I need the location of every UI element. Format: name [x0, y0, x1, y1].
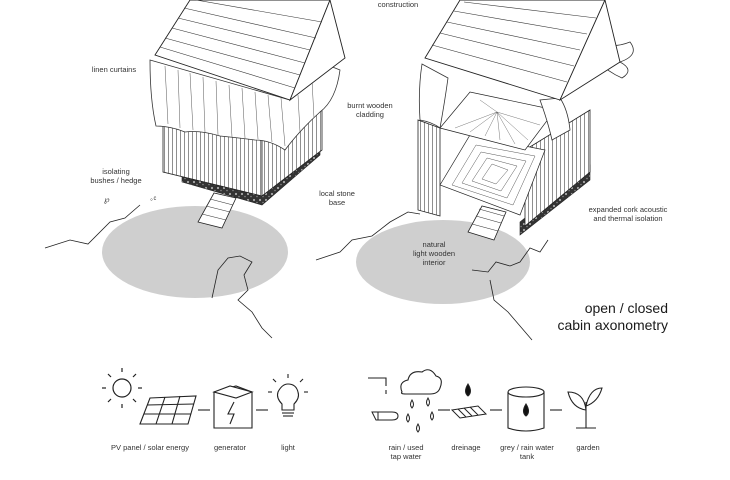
- left-ground-crack: [211, 255, 273, 339]
- tap-icon: [368, 377, 387, 394]
- label-light: light: [281, 443, 295, 452]
- right-stairs: [467, 205, 507, 241]
- label-construction: construction: [377, 0, 419, 9]
- solar-panel-icon: [139, 395, 197, 425]
- hand-icon: [371, 411, 399, 421]
- label-pv-panel: PV panel / solar energy: [111, 443, 189, 452]
- left-ground-line: [44, 204, 141, 249]
- drainage-icon: [450, 383, 488, 419]
- left-cabin: ◦ ͨ ℘: [44, 0, 346, 339]
- rain-drops-icon: [406, 397, 434, 433]
- right-wall-open-left: [417, 119, 441, 217]
- right-shadow-ellipse: [356, 220, 530, 304]
- right-ground-line: [315, 211, 421, 261]
- right-roof-gable: [558, 0, 621, 102]
- water-tank-icon: [507, 386, 545, 432]
- bush-mark: ℘: [104, 195, 110, 204]
- label-linen-curtains: linen curtains: [91, 65, 137, 74]
- light-bulb-icon: [268, 374, 308, 417]
- right-curtain-right: [539, 97, 571, 141]
- right-interior-ceiling: [439, 91, 556, 151]
- left-shadow-ellipse: [102, 206, 288, 298]
- plant-icon: [567, 387, 603, 429]
- label-garden: garden: [576, 443, 600, 452]
- label-dreinage: dreinage: [451, 443, 481, 452]
- label-generator: generator: [213, 443, 247, 452]
- generator-icon: [212, 385, 254, 429]
- sun-icon: [102, 368, 142, 408]
- right-roof-face: [424, 0, 606, 101]
- bush-mark: ◦ ͨ: [150, 195, 157, 204]
- cloud-icon: [400, 369, 442, 395]
- left-stairs: [197, 192, 237, 229]
- right-interior-floor: [439, 134, 546, 216]
- right-ground-crack: [471, 239, 549, 341]
- left-curtain: [149, 59, 341, 151]
- right-cabin: [315, 0, 634, 341]
- right-curtain-left: [418, 63, 449, 129]
